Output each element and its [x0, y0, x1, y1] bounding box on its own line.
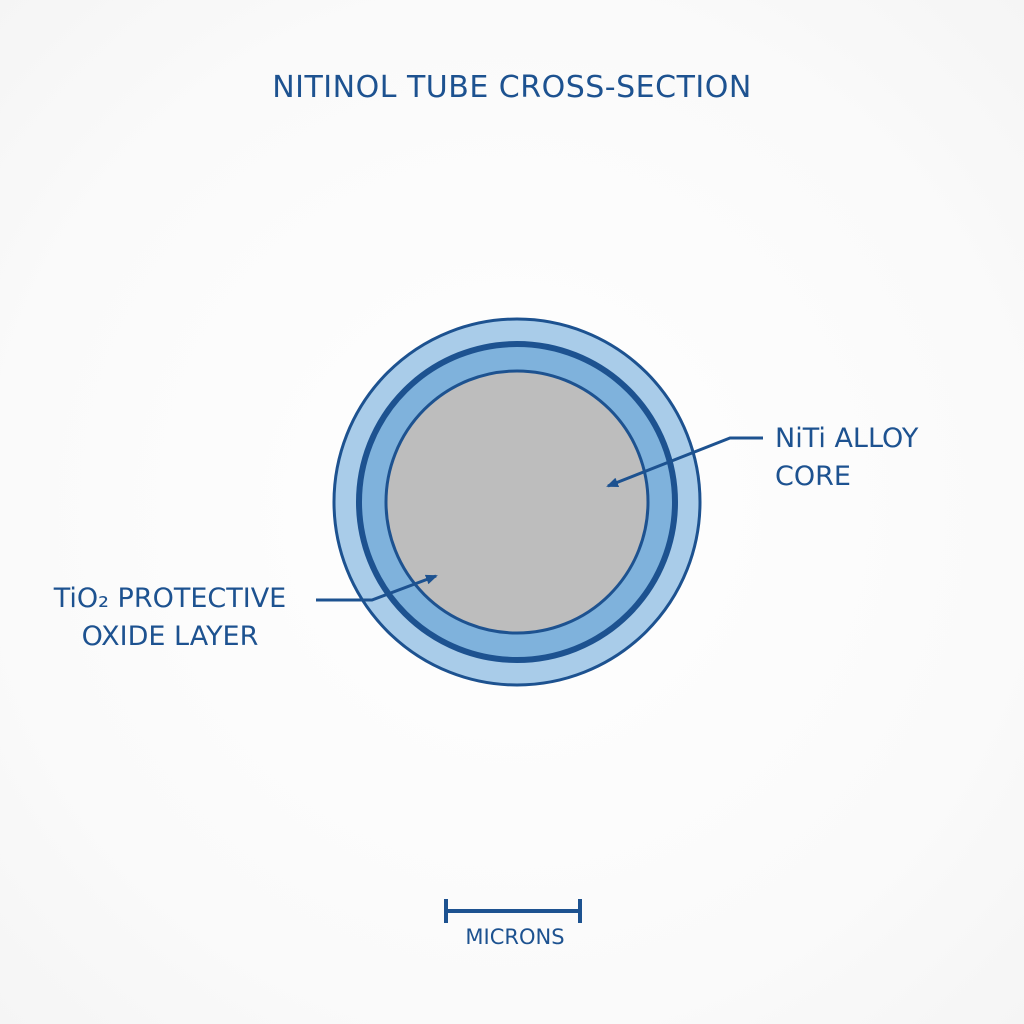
oxide-label: TiO₂ PROTECTIVE OXIDE LAYER [40, 580, 300, 656]
oxide-label-line-1: TiO₂ PROTECTIVE [53, 583, 287, 614]
oxide-leader-line [316, 574, 438, 602]
oxide-label-line-2: OXIDE LAYER [81, 621, 259, 652]
alloy-core [384, 369, 650, 635]
core-leader-line [606, 436, 763, 488]
core-label-line-2: CORE [775, 461, 851, 492]
diagram-title: NITINOL TUBE CROSS-SECTION [272, 70, 752, 105]
core-label-line-1: NiTi ALLOY [775, 423, 919, 454]
scale-bar [444, 899, 582, 923]
core-label: NiTi ALLOY CORE [775, 420, 918, 496]
scale-bar-label: MICRONS [465, 925, 565, 949]
